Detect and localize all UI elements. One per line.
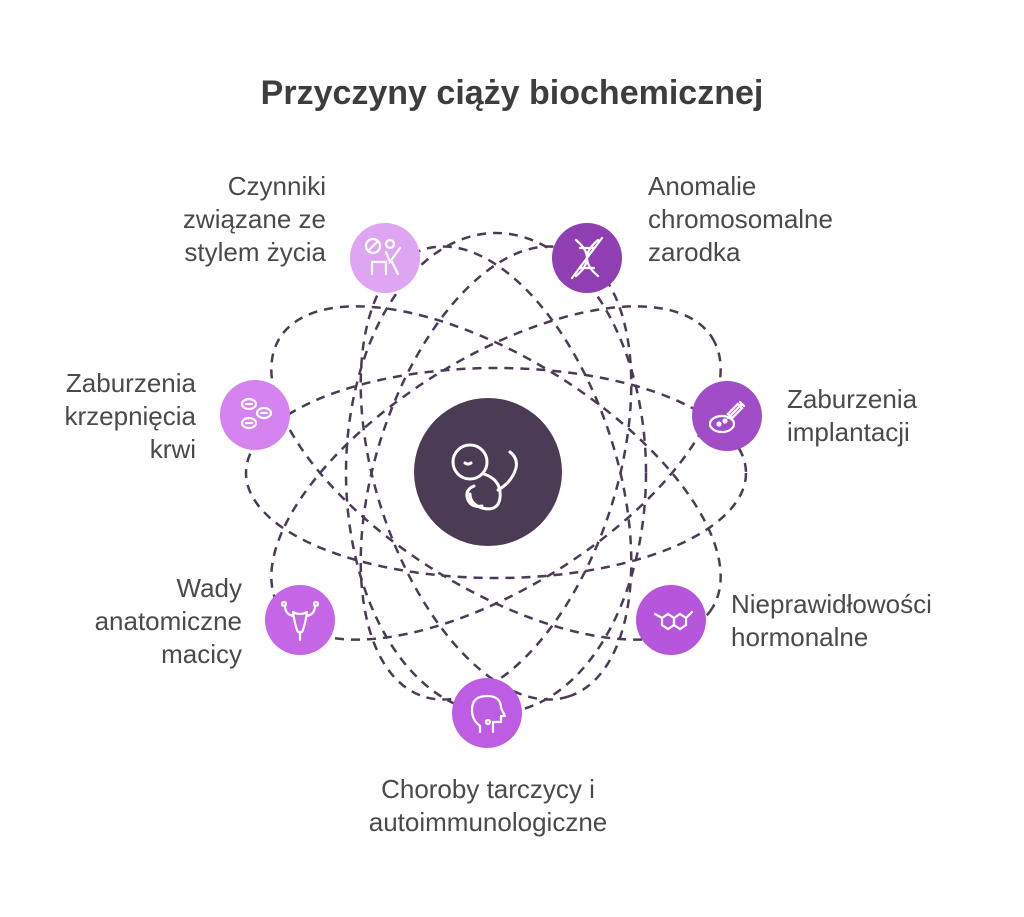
label-uterus: Wady anatomiczne macicy (94, 573, 242, 669)
node-blood (220, 380, 290, 450)
label-chromosomal: Anomalie chromosomalne zarodka (648, 171, 833, 267)
page-title: Przyczyny ciąży biochemicznej (260, 74, 764, 112)
node-chromosomal (552, 223, 622, 293)
label-lifestyle: Czynniki związane ze stylem życia (182, 171, 326, 267)
orbit-diagonal-3 (359, 245, 633, 701)
label-thyroid: Choroby tarczycy i autoimmunologiczne (368, 774, 608, 837)
node-blood-circle (220, 380, 290, 450)
label-implantation: Zaburzenia implantacji (787, 384, 918, 447)
lifestyle-icon (364, 237, 402, 276)
node-lifestyle (350, 223, 420, 293)
node-hormonal-circle (636, 585, 706, 655)
center-circle (414, 398, 562, 546)
node-uterus-circle (265, 585, 335, 655)
node-uterus (265, 585, 335, 655)
node-lifestyle-circle (350, 223, 420, 293)
node-implantation (692, 381, 762, 451)
molecule-icon (653, 610, 694, 631)
label-hormonal: Nieprawidłowości hormonalne (731, 589, 932, 652)
center-node (414, 398, 562, 546)
thyroid-head-icon (470, 694, 507, 734)
orbit-horizontal (244, 366, 748, 580)
fetus-icon (451, 443, 518, 511)
label-blood: Zaburzenia krzepnięcia krwi (64, 368, 196, 464)
node-thyroid-circle (452, 678, 522, 748)
orbit-diagonal-2 (270, 305, 722, 641)
node-thyroid (452, 678, 522, 748)
implantation-syringe-icon (708, 400, 746, 434)
orbit-diagonal-1 (270, 305, 722, 641)
dna-icon (570, 236, 604, 280)
uterus-icon (280, 600, 320, 642)
blood-cells-icon (240, 397, 273, 430)
node-hormonal (636, 585, 706, 655)
